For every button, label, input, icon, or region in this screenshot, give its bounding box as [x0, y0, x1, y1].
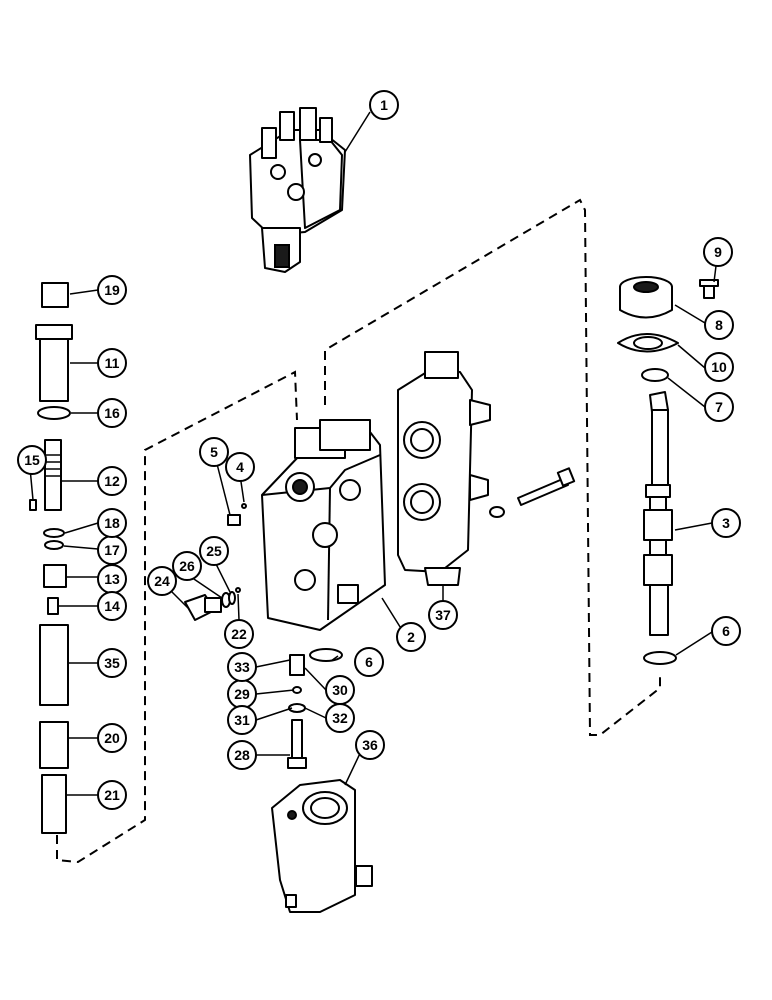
callout-label: 9 — [714, 244, 722, 260]
callout-label: 18 — [104, 515, 120, 531]
callout-label: 12 — [104, 473, 120, 489]
callout-label: 20 — [104, 730, 120, 746]
callout-13: 13 — [97, 564, 127, 594]
callout-11: 11 — [97, 348, 127, 378]
callout-label: 6 — [365, 654, 373, 670]
callout-label: 1 — [380, 97, 388, 113]
callout-label: 7 — [715, 399, 723, 415]
callout-29: 29 — [227, 679, 257, 709]
callout-22: 22 — [224, 619, 254, 649]
callout-label: 17 — [104, 542, 120, 558]
cover-body-part-36 — [271, 779, 373, 913]
callout-21: 21 — [97, 780, 127, 810]
callout-label: 26 — [179, 558, 195, 574]
callout-16: 16 — [97, 398, 127, 428]
callout-label: 16 — [104, 405, 120, 421]
callout-label: 32 — [332, 710, 348, 726]
callout-8: 8 — [704, 310, 734, 340]
callout-4: 4 — [225, 452, 255, 482]
callout-label: 3 — [722, 515, 730, 531]
callout-label: 10 — [711, 359, 727, 375]
callout-2: 2 — [396, 622, 426, 652]
callout-label: 36 — [362, 737, 378, 753]
callout-6: 6 — [711, 616, 741, 646]
callout-24: 24 — [147, 566, 177, 596]
callout-33: 33 — [227, 652, 257, 682]
dashed-group-line-left — [56, 370, 298, 864]
plug-assembly — [184, 503, 247, 621]
callout-28: 28 — [227, 740, 257, 770]
callout-18: 18 — [97, 508, 127, 538]
callout-label: 13 — [104, 571, 120, 587]
callout-15: 15 — [17, 445, 47, 475]
callout-32: 32 — [325, 703, 355, 733]
callout-label: 30 — [332, 682, 348, 698]
callout-10: 10 — [704, 352, 734, 382]
callout-5: 5 — [199, 437, 229, 467]
callout-37: 37 — [428, 600, 458, 630]
callout-label: 29 — [234, 686, 250, 702]
dashed-group-line-right — [324, 198, 661, 736]
spool-assembly-right — [617, 276, 719, 665]
spool-assembly-left — [29, 282, 73, 834]
callout-19: 19 — [97, 275, 127, 305]
callout-25: 25 — [199, 536, 229, 566]
callout-12: 12 — [97, 466, 127, 496]
callout-36: 36 — [355, 730, 385, 760]
callout-6: 6 — [354, 647, 384, 677]
callout-label: 11 — [105, 355, 120, 371]
callout-label: 19 — [104, 282, 120, 298]
callout-30: 30 — [325, 675, 355, 705]
callout-label: 2 — [407, 629, 415, 645]
callout-label: 25 — [206, 543, 222, 559]
callout-7: 7 — [704, 392, 734, 422]
callout-label: 15 — [24, 452, 40, 468]
callout-14: 14 — [97, 591, 127, 621]
callout-9: 9 — [703, 237, 733, 267]
callout-label: 31 — [234, 712, 250, 728]
callout-35: 35 — [97, 648, 127, 678]
callout-1: 1 — [369, 90, 399, 120]
callout-label: 37 — [435, 607, 451, 623]
valve-section-part-37 — [397, 351, 491, 586]
callout-label: 22 — [231, 626, 247, 642]
callout-label: 24 — [154, 573, 170, 589]
callout-label: 21 — [104, 787, 120, 803]
callout-31: 31 — [227, 705, 257, 735]
callout-label: 8 — [715, 317, 723, 333]
valve-body-part-2 — [261, 419, 386, 631]
callout-label: 4 — [236, 459, 244, 475]
callout-label: 35 — [104, 655, 120, 671]
leader-lines — [29, 111, 718, 796]
callout-label: 5 — [210, 444, 218, 460]
callout-17: 17 — [97, 535, 127, 565]
callout-label: 14 — [104, 598, 120, 614]
callout-label: 6 — [722, 623, 730, 639]
callout-3: 3 — [711, 508, 741, 538]
valve-assembly-part-1 — [249, 107, 346, 273]
bolt — [489, 467, 576, 518]
callout-26: 26 — [172, 551, 202, 581]
callout-label: 28 — [234, 747, 250, 763]
callout-label: 33 — [234, 659, 250, 675]
callout-20: 20 — [97, 723, 127, 753]
